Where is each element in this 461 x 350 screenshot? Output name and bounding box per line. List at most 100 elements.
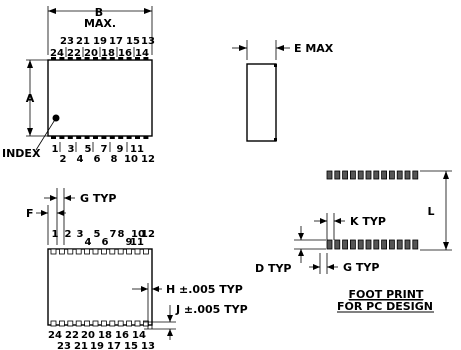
package-body-detail bbox=[47, 248, 153, 326]
pad bbox=[326, 239, 333, 250]
pin-label: 10 bbox=[124, 154, 138, 165]
package-body-top bbox=[47, 59, 153, 137]
pin-label: 23 bbox=[57, 341, 71, 350]
label-d-typ: D TYP bbox=[255, 262, 292, 275]
label-b-max: MAX. bbox=[84, 17, 116, 30]
k-arrow-left bbox=[320, 218, 327, 224]
top-view-leads-lower bbox=[51, 136, 149, 139]
pin-label: 19 bbox=[93, 36, 107, 47]
pad-row-bottom bbox=[326, 239, 419, 250]
label-f: F bbox=[26, 207, 34, 220]
pin-label: 7 bbox=[110, 229, 117, 240]
pad bbox=[349, 239, 356, 250]
pin-label: 12 bbox=[141, 229, 155, 240]
footprint-caption-line1: FOOT PRINT bbox=[349, 288, 424, 301]
label-b: B bbox=[95, 6, 103, 19]
side-view: E MAX bbox=[232, 40, 334, 142]
lead bbox=[76, 57, 82, 60]
lead bbox=[67, 136, 73, 139]
lead bbox=[101, 136, 107, 139]
pad bbox=[334, 170, 341, 180]
lead bbox=[126, 248, 132, 255]
k-arrow-right bbox=[334, 218, 341, 224]
pad bbox=[381, 239, 388, 250]
g-arrow-right bbox=[64, 195, 71, 201]
lead bbox=[50, 320, 57, 327]
lead bbox=[93, 57, 98, 60]
pin-label: 7 bbox=[101, 144, 108, 155]
pin-label: 15 bbox=[126, 36, 140, 47]
lead bbox=[93, 136, 98, 139]
pad bbox=[334, 239, 341, 250]
pin-label: 6 bbox=[94, 154, 101, 165]
footprint-view: L K TYP D TYP G TYP FOOT PRINT FOR PC DE… bbox=[255, 170, 452, 313]
side-lead-top bbox=[274, 64, 277, 67]
pad bbox=[404, 170, 411, 180]
lead bbox=[109, 320, 116, 327]
pad bbox=[342, 170, 349, 180]
pin-label: 3 bbox=[68, 144, 75, 155]
lead bbox=[101, 57, 107, 60]
lead bbox=[109, 248, 116, 255]
lead bbox=[59, 136, 65, 139]
pin-label: 2 bbox=[65, 229, 72, 240]
pad bbox=[326, 170, 333, 180]
b-arrow-right bbox=[144, 8, 152, 14]
lead bbox=[59, 57, 65, 60]
a-arrow-bottom bbox=[27, 128, 33, 136]
pin-label: 16 bbox=[115, 330, 129, 341]
pin-label: 9 bbox=[126, 237, 133, 248]
pad bbox=[357, 239, 364, 250]
e-arrow-left bbox=[239, 45, 247, 51]
pin-label: 4 bbox=[77, 154, 84, 165]
detail-pin-labels-bottom: 24 22 20 18 16 14 23 21 19 17 15 13 bbox=[48, 330, 155, 350]
d-arrow-top bbox=[298, 233, 304, 240]
pad bbox=[365, 170, 372, 180]
pin-label: 3 bbox=[77, 229, 84, 240]
label-j: J ±.005 TYP bbox=[175, 303, 248, 316]
lead bbox=[67, 248, 74, 255]
pin-label: 6 bbox=[102, 237, 109, 248]
pin-label: 10 bbox=[131, 229, 145, 240]
pad bbox=[365, 239, 372, 250]
pad bbox=[404, 239, 411, 250]
lead bbox=[51, 57, 56, 60]
label-g-typ: G TYP bbox=[80, 192, 116, 205]
lead bbox=[135, 136, 140, 139]
h-arrow-right bbox=[152, 286, 159, 292]
lead bbox=[101, 248, 107, 255]
pin-label: 24 bbox=[50, 48, 64, 59]
detail-leads-lower bbox=[50, 320, 149, 327]
pin-label: 9 bbox=[117, 144, 124, 155]
pin-label: 12 bbox=[141, 154, 155, 165]
pin-label: 11 bbox=[130, 237, 144, 248]
l-arrow-top bbox=[443, 171, 449, 179]
pin-label: 8 bbox=[118, 229, 125, 240]
lead bbox=[117, 248, 124, 255]
g-arrow-left bbox=[50, 195, 57, 201]
pin-label: 13 bbox=[141, 36, 155, 47]
e-arrow-right bbox=[276, 45, 284, 51]
lead bbox=[143, 136, 149, 139]
pad bbox=[412, 239, 419, 250]
pin-label: 20 bbox=[81, 330, 95, 341]
pin-label: 22 bbox=[65, 330, 79, 341]
pad bbox=[412, 170, 419, 180]
detail-leads-upper bbox=[50, 248, 149, 255]
pin-label: 24 bbox=[48, 330, 62, 341]
pin-label: 21 bbox=[76, 36, 90, 47]
pad bbox=[349, 170, 356, 180]
fp-g-arrow-right bbox=[327, 264, 334, 270]
f-arrow-left bbox=[41, 210, 48, 216]
pin-label: 5 bbox=[85, 144, 92, 155]
pad bbox=[396, 239, 403, 250]
lead bbox=[126, 136, 132, 139]
lead bbox=[59, 320, 65, 327]
lead bbox=[51, 136, 56, 139]
lead bbox=[50, 248, 57, 255]
footprint-caption-line2: FOR PC DESIGN bbox=[337, 300, 433, 313]
lead bbox=[84, 136, 90, 139]
lead bbox=[101, 320, 107, 327]
lead bbox=[84, 57, 90, 60]
pin-label: 22 bbox=[67, 48, 81, 59]
